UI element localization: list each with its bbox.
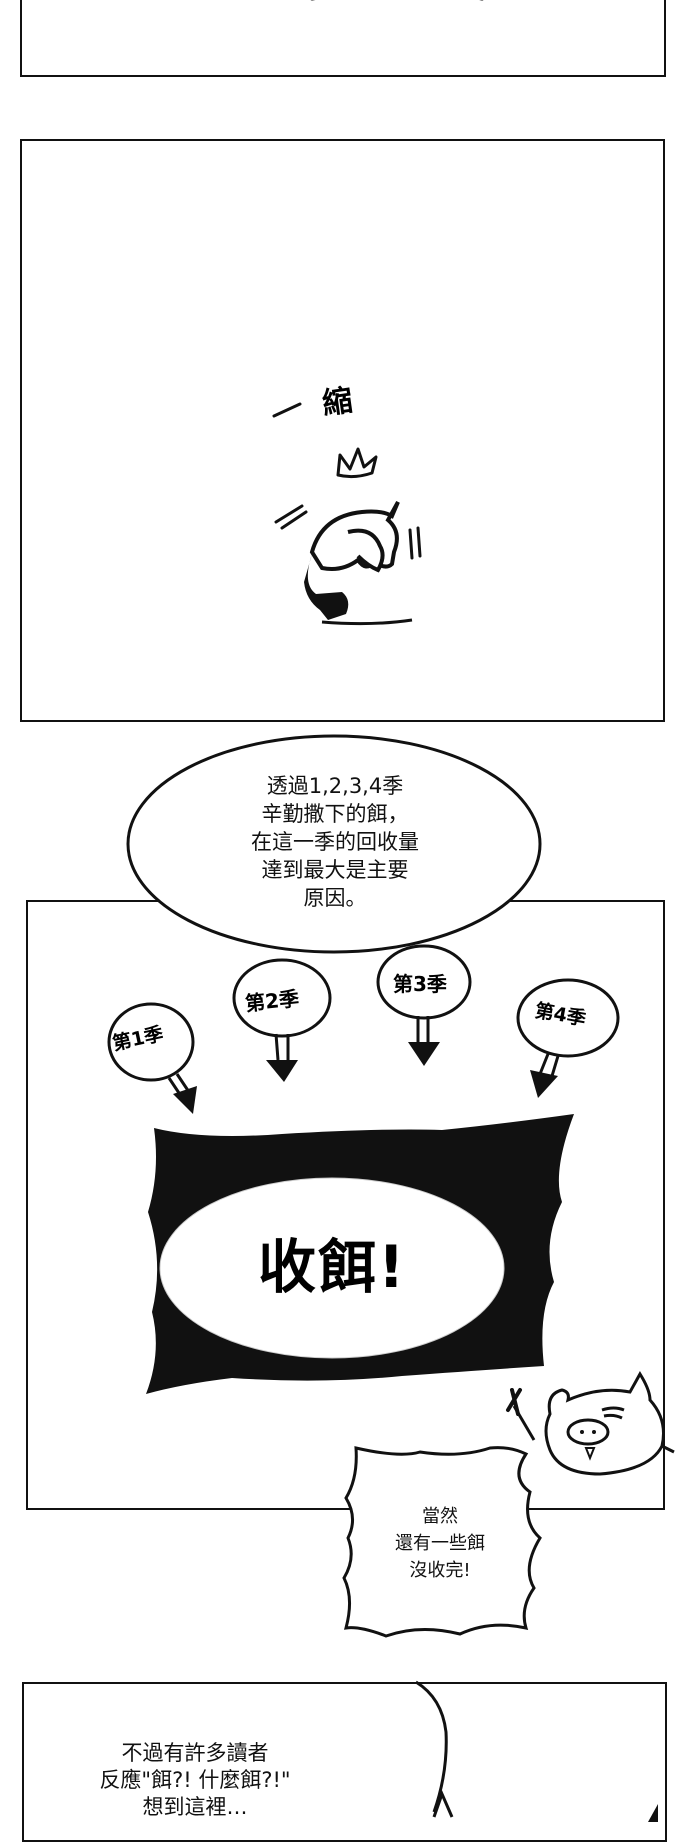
comic-panel-4	[22, 1680, 667, 1842]
panel4-speech-tail	[415, 1680, 454, 1818]
panel4-line-1: 不過有許多讀者	[121, 1741, 269, 1765]
pig-bubble-text: 當然 還有一些餌 沒收完!	[370, 1503, 510, 1584]
narration-line-5: 原因。	[303, 886, 367, 910]
pig-bubble-line-2: 還有一些餌	[395, 1533, 485, 1554]
comic-panel-1	[20, 0, 666, 77]
sfx-dash-mark	[272, 402, 302, 418]
pig-character-drawing	[506, 1371, 675, 1476]
narration-speech-bubble	[126, 734, 542, 954]
season-bubble-2-label: 第2季	[244, 986, 301, 1016]
panel4-edge-mark	[648, 1804, 658, 1822]
pig-bubble-line-1: 當然	[422, 1506, 458, 1527]
panel4-narration: 不過有許多讀者 反應"餌?! 什麼餌?!" 想到這裡…	[70, 1740, 320, 1821]
narration-text: 透過1,2,3,4季 辛勤撒下的餌， 在這一季的回收量 達到最大是主要 原因。	[180, 772, 490, 912]
narration-line-3: 在這一季的回收量	[251, 830, 419, 854]
panel4-line-2: 反應"餌?! 什麼餌?!"	[99, 1768, 291, 1792]
narration-line-1: 透過1,2,3,4季	[266, 774, 404, 798]
season-bubble-3-label: 第3季	[393, 972, 447, 996]
panel4-line-3: 想到這裡…	[142, 1795, 248, 1819]
pig-bubble-line-3: 沒收完!	[409, 1560, 471, 1581]
cowering-character-drawing	[274, 501, 422, 626]
season-bubble-3-shape	[376, 944, 472, 1066]
season-bubble-4-shape	[516, 978, 620, 1098]
season-bubble-1-shape	[107, 1002, 197, 1114]
shock-mark-icon	[336, 447, 378, 479]
ground-shadow-stroke	[310, 0, 484, 1]
narration-line-4: 達到最大是主要	[261, 858, 409, 882]
comic-panel-2: 縮	[20, 139, 665, 722]
pig-speech-bubble	[342, 1446, 542, 1638]
narration-line-2: 辛勤撒下的餌，	[261, 802, 409, 826]
season-bubble-2-shape	[232, 958, 332, 1082]
black-title-frame	[146, 1114, 574, 1394]
title-frame-label: 收餌!	[258, 1233, 407, 1301]
sfx-shrink-text: 縮	[320, 383, 355, 422]
